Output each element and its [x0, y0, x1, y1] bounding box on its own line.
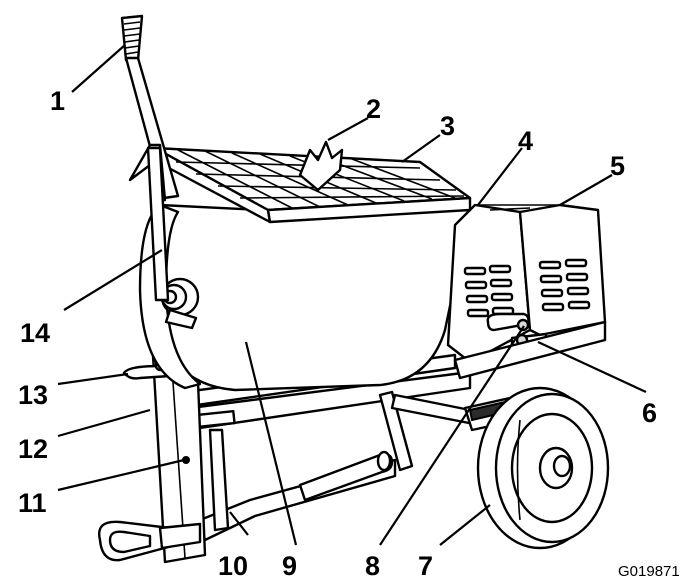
vents-left: [463, 264, 515, 318]
callout-7: 7: [418, 551, 433, 581]
figure-code: G019871: [618, 563, 680, 580]
vents-right: [538, 258, 591, 312]
callout-5: 5: [610, 151, 625, 181]
callout-4: 4: [518, 126, 533, 156]
wheel: [476, 386, 610, 550]
callout-3: 3: [440, 111, 455, 141]
callout-10: 10: [218, 551, 248, 581]
callout-14: 14: [20, 318, 50, 348]
engine-housing: [446, 203, 607, 364]
leader-lines: [57, 44, 647, 546]
callout-6: 6: [642, 398, 657, 428]
callout-labels: 1 2 3 4 5 6 7 8 9 10 11 12 13 14 G019871: [18, 86, 680, 581]
callout-11: 11: [18, 488, 47, 518]
callout-13: 13: [18, 380, 48, 410]
callout-8: 8: [365, 551, 380, 581]
grate: [148, 140, 472, 224]
callout-1: 1: [50, 86, 65, 116]
callout-9: 9: [282, 551, 297, 581]
dump-handle: [120, 14, 180, 302]
callout-12: 12: [18, 434, 48, 464]
drum: [138, 203, 472, 392]
callout-2: 2: [366, 94, 381, 124]
